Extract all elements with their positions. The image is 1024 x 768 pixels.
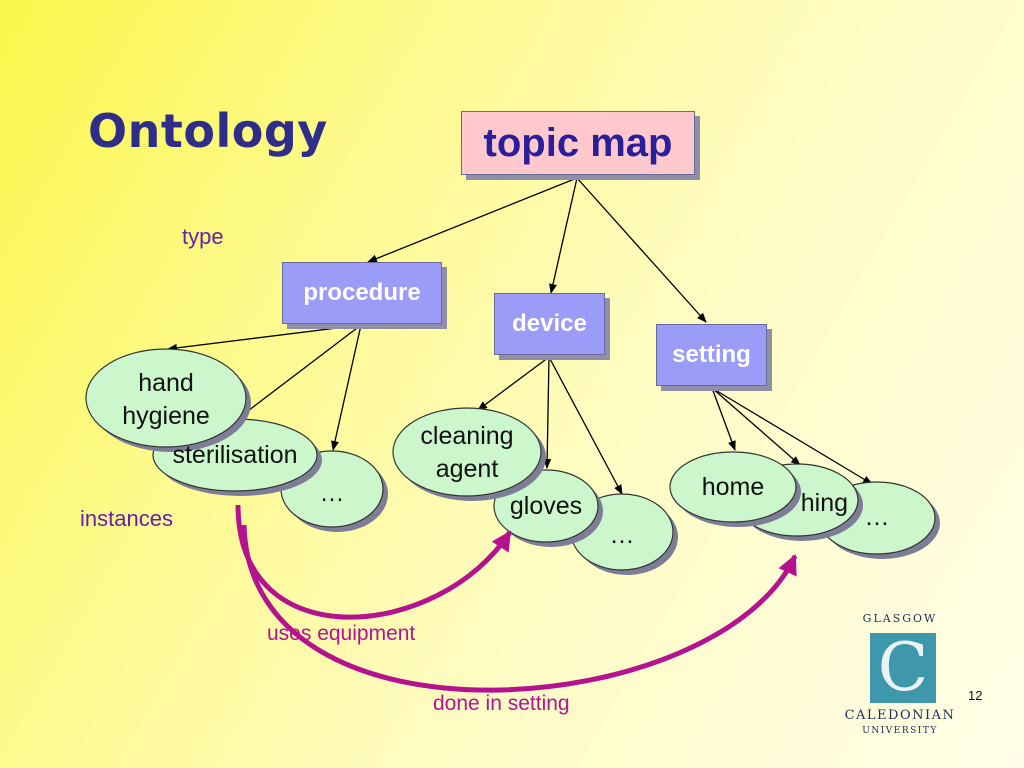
- logo-bottom-text: CALEDONIAN: [844, 708, 956, 723]
- procedure-instance-arrows: [167, 324, 362, 451]
- logo-bottom2-text: UNIVERSITY: [862, 726, 938, 736]
- university-logo: GLASGOW C CALEDONIAN UNIVERSITY: [830, 608, 970, 744]
- device-more-text: …: [609, 521, 635, 549]
- logo-top-text: GLASGOW: [862, 612, 938, 625]
- type-label: type: [182, 224, 224, 249]
- done-in-setting-label: done in setting: [433, 692, 570, 715]
- gloves-text: gloves: [509, 492, 583, 520]
- slide-title: Ontology: [88, 104, 328, 158]
- device-node[interactable]: device: [494, 293, 605, 355]
- setting-more-text: …: [864, 503, 890, 531]
- hand-hygiene-text-line1: hand: [138, 369, 194, 397]
- type-arrows: [367, 177, 707, 323]
- instance-cleaning-agent[interactable]: [392, 407, 546, 501]
- device-instance-arrows: [477, 356, 623, 495]
- uses-equipment-arc: [235, 504, 513, 620]
- procedure-node[interactable]: procedure: [282, 262, 442, 324]
- topic-map-node[interactable]: topic map: [461, 111, 695, 175]
- nursing-text: hing: [800, 489, 848, 517]
- home-text: home: [701, 473, 765, 501]
- setting-node[interactable]: setting: [656, 324, 767, 386]
- page-number: 12: [968, 688, 983, 703]
- procedure-more-text: …: [319, 479, 345, 507]
- instance-hand-hygiene[interactable]: [85, 348, 251, 452]
- cleaning-agent-text-line1: cleaning: [420, 422, 514, 450]
- hand-hygiene-text-line2: hygiene: [122, 402, 210, 430]
- sterilisation-text: sterilisation: [172, 441, 298, 469]
- done-in-setting-arc: [241, 524, 798, 693]
- instances-label: instances: [80, 506, 173, 531]
- instance-home[interactable]: [669, 451, 801, 527]
- setting-instance-arrows: [711, 387, 873, 485]
- logo-c-letter: C: [877, 629, 929, 706]
- uses-equipment-label: uses equipment: [267, 622, 416, 645]
- cleaning-agent-text-line2: agent: [435, 455, 499, 483]
- logo-emblem: [870, 633, 936, 703]
